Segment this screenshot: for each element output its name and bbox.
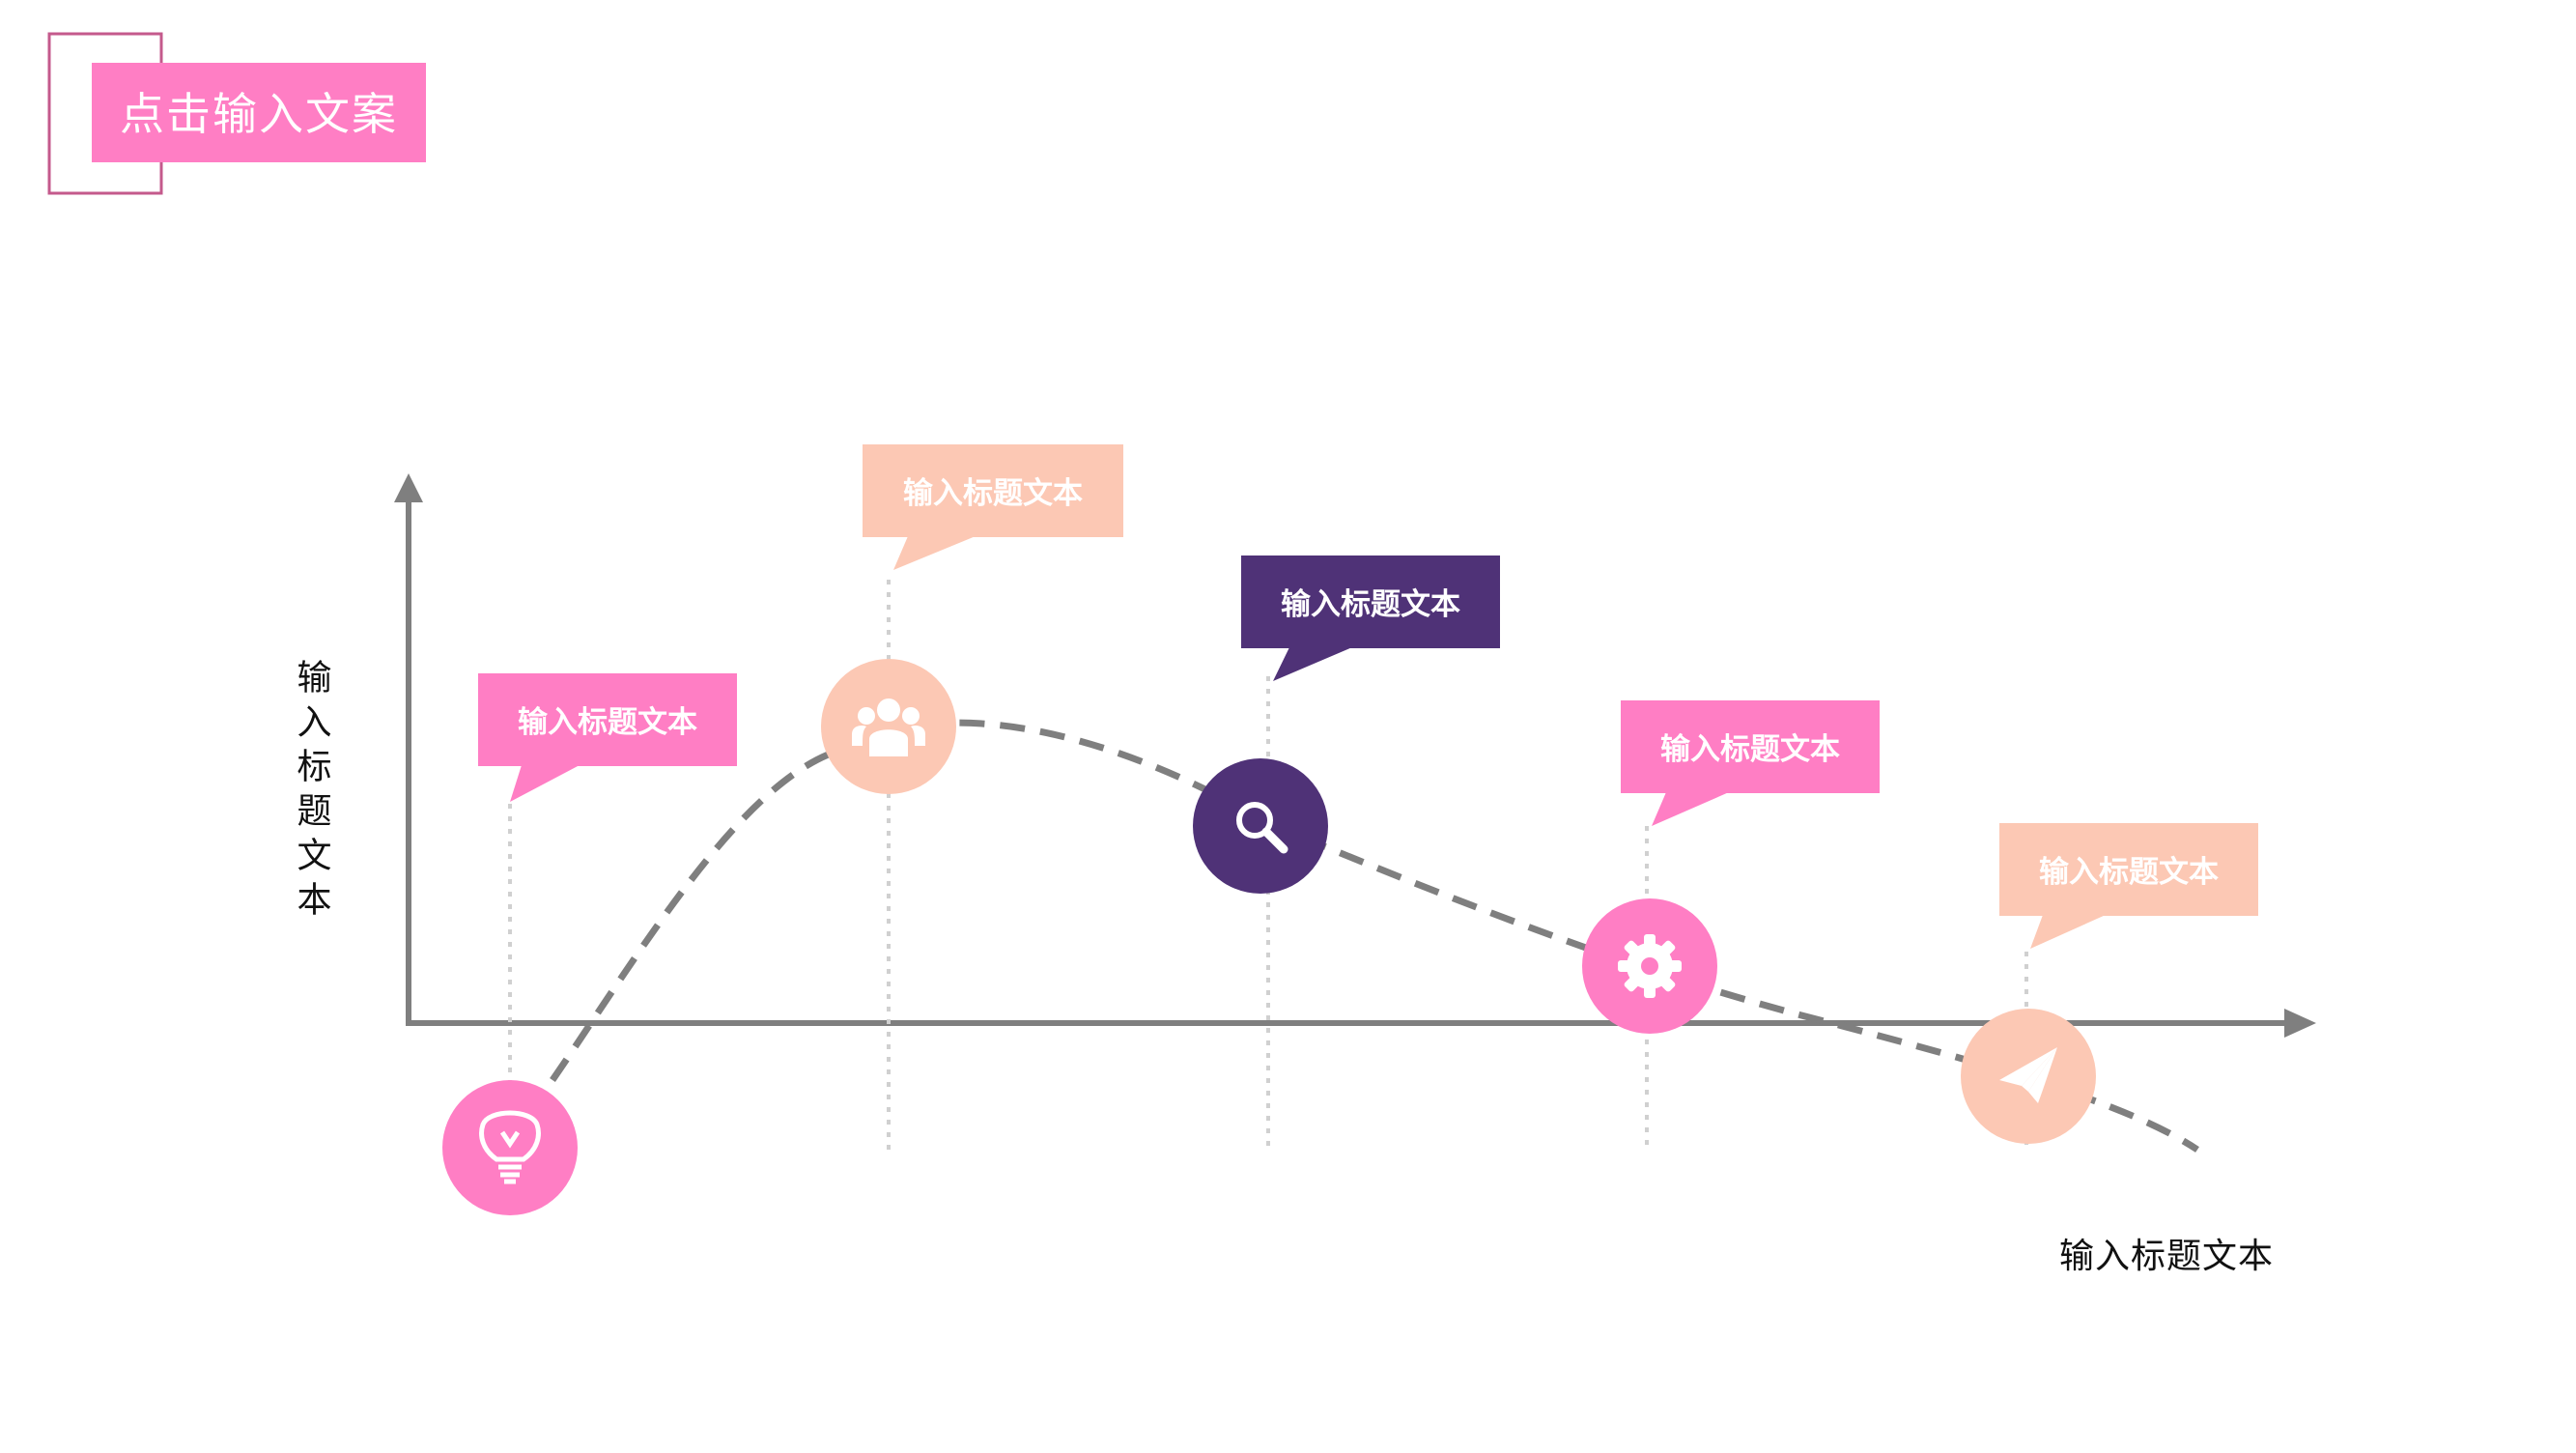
callout-box-1 (478, 673, 737, 766)
search-icon (1236, 802, 1288, 854)
callout-3: 输入标题文本 (1241, 556, 1500, 681)
x-axis-label: 输入标题文本 (2059, 1237, 2274, 1276)
callout-2: 输入标题文本 (863, 444, 1123, 570)
callout-4: 输入标题文本 (1621, 700, 1880, 826)
node-2 (821, 659, 956, 794)
callout-label-4: 输入标题文本 (1660, 732, 1840, 767)
axes (394, 473, 2316, 1038)
header: 点击输入文案 (47, 32, 426, 195)
lightbulb-icon (479, 1110, 541, 1184)
callout-box-3 (1241, 556, 1500, 648)
people-icon (852, 698, 925, 756)
header-banner (92, 63, 426, 162)
callout-tail-1 (510, 765, 580, 802)
trend-curve (550, 719, 2199, 1153)
callout-label-3: 输入标题文本 (1281, 587, 1460, 622)
y-axis-arrow (394, 473, 423, 502)
callout-box-4 (1621, 700, 1880, 793)
x-axis-arrow (2284, 1009, 2316, 1038)
callout-label-2: 输入标题文本 (903, 476, 1083, 511)
callout-tail-5 (2030, 915, 2106, 949)
callout-label-5: 输入标题文本 (2039, 855, 2219, 890)
callout-box-2 (863, 444, 1123, 537)
y-axis-label: 输入标题文本 (292, 659, 332, 926)
node-circle-3 (1193, 758, 1328, 894)
node-5 (1961, 1009, 2096, 1144)
callout-tail-2 (893, 536, 976, 570)
node-1 (442, 1080, 578, 1215)
callout-tail-4 (1652, 792, 1729, 826)
callout-5: 输入标题文本 (1999, 823, 2258, 949)
node-4 (1582, 898, 1717, 1034)
callout-box-5 (1999, 823, 2258, 916)
callout-tail-3 (1273, 647, 1352, 681)
paper-plane-icon (1999, 1047, 2057, 1103)
gear-icon (1618, 934, 1682, 998)
header-title: 点击输入文案 (120, 88, 398, 140)
callout-1: 输入标题文本 (478, 673, 737, 802)
node-circle-2 (821, 659, 956, 794)
callout-label-1: 输入标题文本 (518, 705, 697, 740)
node-3 (1193, 758, 1328, 894)
